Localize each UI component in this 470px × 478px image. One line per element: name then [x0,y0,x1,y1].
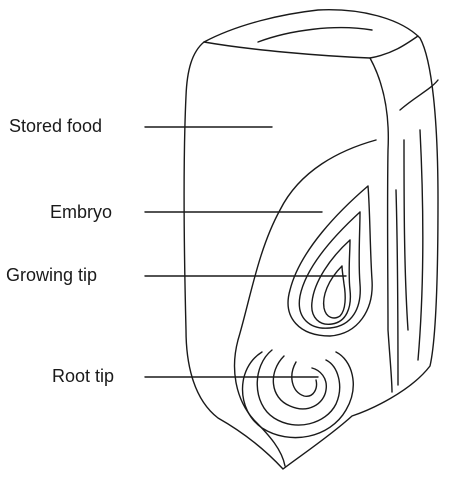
label-stored-food: Stored food [9,116,102,136]
label-embryo: Embryo [50,202,112,222]
root-layer-inner [273,356,326,409]
shoot-layer-3 [312,240,351,324]
kernel-side-line-3 [418,130,423,360]
kernel-side-line-2 [404,140,408,330]
kernel-top-face [204,36,418,58]
kernel-side-line-4 [396,190,398,385]
label-growing-tip: Growing tip [6,265,97,285]
label-root-tip: Root tip [52,366,114,386]
root-tip-core [292,362,317,396]
kernel-top-groove [258,28,372,42]
shoot-layer-2 [299,212,360,328]
kernel-front-edge [370,58,392,392]
root-layer-middle [257,350,339,425]
kernel-outline [184,10,438,469]
embryo-region-outline [235,140,376,466]
shoot-layer-inner [324,266,346,318]
